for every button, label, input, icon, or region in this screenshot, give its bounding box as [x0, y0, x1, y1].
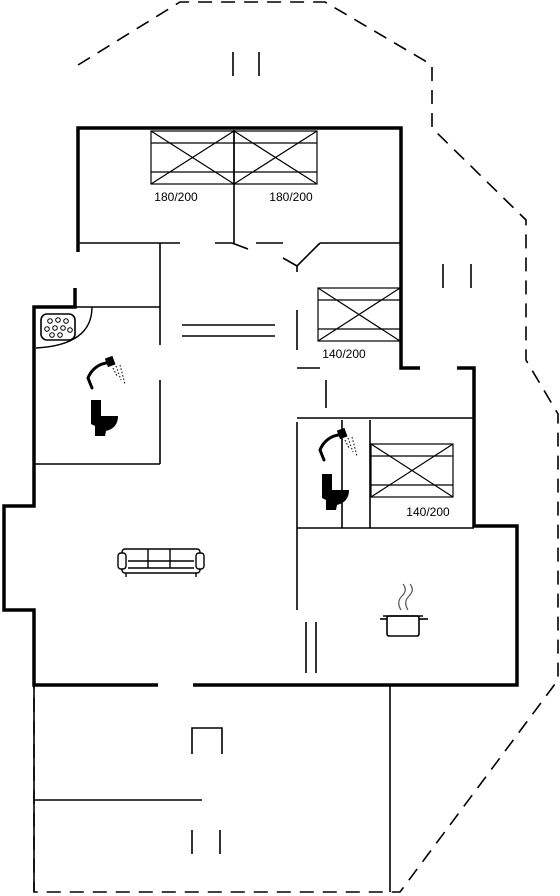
stair-marks	[191, 52, 472, 854]
shower-icon	[86, 355, 126, 390]
exterior-walls	[2, 126, 519, 687]
shower-icon	[318, 427, 358, 462]
bed-icon	[370, 443, 454, 498]
sofa-icon	[117, 548, 205, 577]
bed-icon	[317, 287, 401, 342]
bed-size-label: 140/200	[322, 347, 366, 361]
bed-icon	[150, 130, 235, 185]
toilet-icon	[91, 400, 118, 436]
door-swing-arc	[35, 306, 93, 349]
bed-size-label: 180/200	[154, 190, 198, 204]
bed-size-label: 180/200	[269, 190, 313, 204]
bed-icon	[233, 130, 318, 185]
bed-size-label: 140/200	[406, 505, 450, 519]
interior-walls	[33, 130, 474, 892]
toilet-icon	[322, 474, 349, 510]
terrace-outline	[33, 1, 559, 893]
cooking-pot-icon	[380, 583, 428, 637]
jacuzzi-icon	[40, 313, 76, 341]
